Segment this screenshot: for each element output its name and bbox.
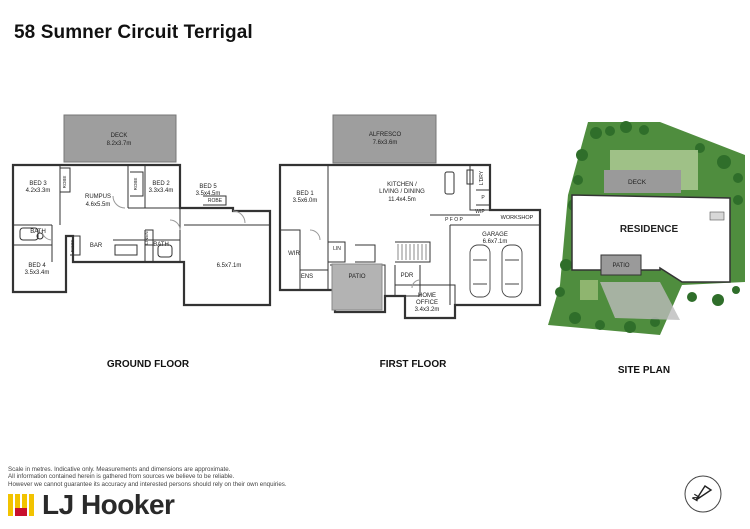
svg-text:ROBE: ROBE [62,176,67,189]
svg-text:L'DRY: L'DRY [479,170,485,185]
disclaimer-text: Scale in metres. Indicative only. Measur… [8,466,287,488]
svg-text:3.4x3.2m: 3.4x3.2m [415,307,440,313]
site-plan-label: SITE PLAN [617,365,671,376]
ground-floor-plan [11,114,272,307]
svg-text:PATIO: PATIO [612,263,629,269]
svg-text:LINEN: LINEN [144,231,149,244]
svg-text:BATH: BATH [153,242,169,248]
svg-text:BAR: BAR [90,243,103,249]
svg-text:HOME: HOME [418,293,436,299]
svg-text:ROBE: ROBE [70,240,75,253]
lj-hooker-logo-text: LJ Hooker [42,489,175,520]
svg-text:P: P [481,195,485,201]
svg-text:WIP: WIP [475,209,485,215]
svg-text:N: N [690,492,702,503]
lj-hooker-logo: LJ Hooker [8,489,175,521]
svg-text:4.6x5.5m: 4.6x5.5m [86,202,111,208]
svg-text:6.5x7.1m: 6.5x7.1m [217,263,242,269]
svg-text:BATH: BATH [30,229,46,235]
svg-text:WIR: WIR [288,251,300,257]
svg-text:6.6x7.1m: 6.6x7.1m [483,239,508,245]
svg-text:WORKSHOP: WORKSHOP [501,215,534,221]
site-residence [571,194,731,283]
svg-text:3.5x4.5m: 3.5x4.5m [196,191,221,197]
svg-text:ENS: ENS [301,274,313,280]
svg-text:BED 1: BED 1 [296,191,314,197]
garage-car-right [501,244,523,298]
svg-text:PATIO: PATIO [348,274,365,280]
svg-text:P F O P: P F O P [445,217,463,223]
svg-text:8.2x3.7m: 8.2x3.7m [107,141,132,147]
first-floor-plan [278,114,542,320]
ground-deck-label: DECK [111,133,128,139]
page-title: 58 Sumner Circuit Terrigal [14,22,253,43]
svg-text:BED 4: BED 4 [28,263,46,269]
garage-car-left [469,244,491,298]
site-deck [604,170,681,193]
svg-text:BED 3: BED 3 [29,181,47,187]
svg-text:4.2x3.3m: 4.2x3.3m [26,188,51,194]
svg-text:3.5x6.0m: 3.5x6.0m [293,198,318,204]
svg-text:ROBE: ROBE [208,198,223,204]
first-alfresco [332,114,437,164]
svg-text:7.6x3.6m: 7.6x3.6m [373,140,398,146]
svg-text:3.5x3.4m: 3.5x3.4m [25,270,50,276]
ground-floor-label: GROUND FLOOR [106,359,190,370]
svg-text:DECK: DECK [628,179,647,186]
svg-text:BED 5: BED 5 [199,184,217,190]
north-arrow-icon: N [683,474,723,514]
site-patio [600,254,642,276]
lj-hooker-logo-icon [8,491,36,519]
ground-deck [63,114,177,163]
svg-text:11.4x4.5m: 11.4x4.5m [388,197,416,203]
svg-text:3.3x3.4m: 3.3x3.4m [149,188,174,194]
svg-text:OFFICE: OFFICE [416,300,438,306]
svg-text:RESIDENCE: RESIDENCE [620,224,679,235]
svg-text:BED 2: BED 2 [152,181,170,187]
svg-text:LIVING / DINING: LIVING / DINING [379,189,425,195]
first-floor-label: FIRST FLOOR [379,359,447,370]
site-plan [548,121,745,335]
svg-text:LIN: LIN [333,246,341,252]
svg-text:RUMPUS: RUMPUS [85,194,111,200]
svg-text:ALFRESCO: ALFRESCO [369,132,402,138]
svg-text:ROBE: ROBE [133,178,138,191]
svg-text:GARAGE: GARAGE [482,232,508,238]
first-patio-area [331,263,383,311]
svg-text:PDR: PDR [401,273,414,279]
svg-text:KITCHEN /: KITCHEN / [387,182,417,188]
